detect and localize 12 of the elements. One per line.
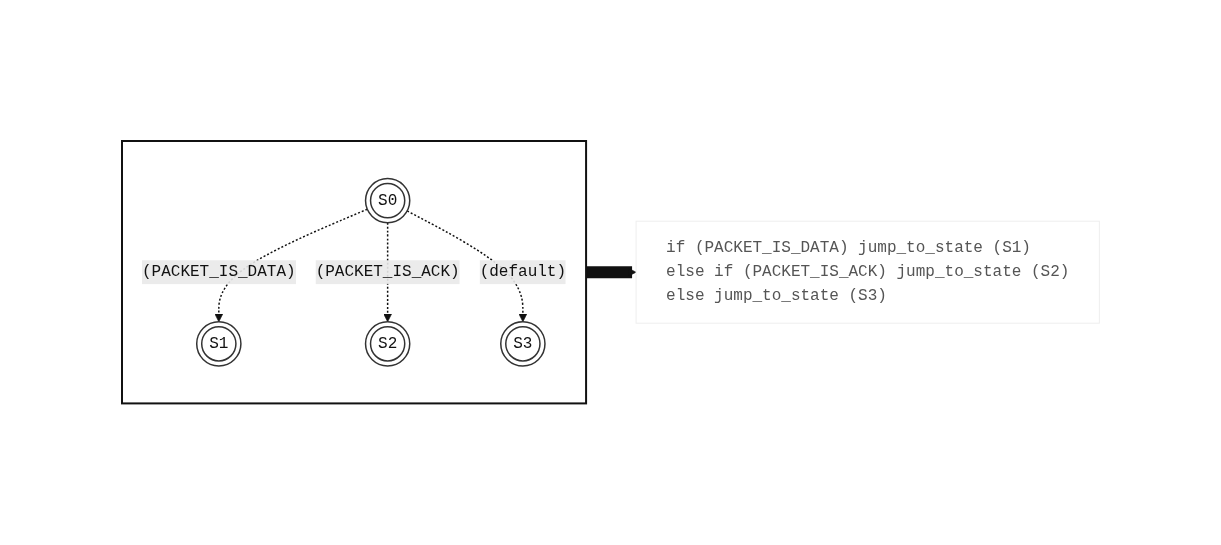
arrow [214, 208, 368, 323]
node-box: if (PACKET_IS_DATA) jump_to_state (S1) else if (PACKET_IS_ACK) jump_to_state (S2) else jump_to_state (S3) [635, 221, 1100, 324]
node-circle: S1 [195, 321, 242, 367]
node-circle: S2 [364, 321, 411, 367]
cluster [120, 140, 587, 405]
node-circle: S3 [499, 321, 546, 367]
edge-label: (PACKET_IS_DATA) [141, 263, 296, 282]
edge-label: (default) [479, 263, 566, 282]
arrow [383, 222, 392, 323]
arrow [406, 210, 528, 323]
node-circle: S0 [364, 178, 411, 224]
edge-label: (PACKET_IS_ACK) [315, 263, 460, 282]
